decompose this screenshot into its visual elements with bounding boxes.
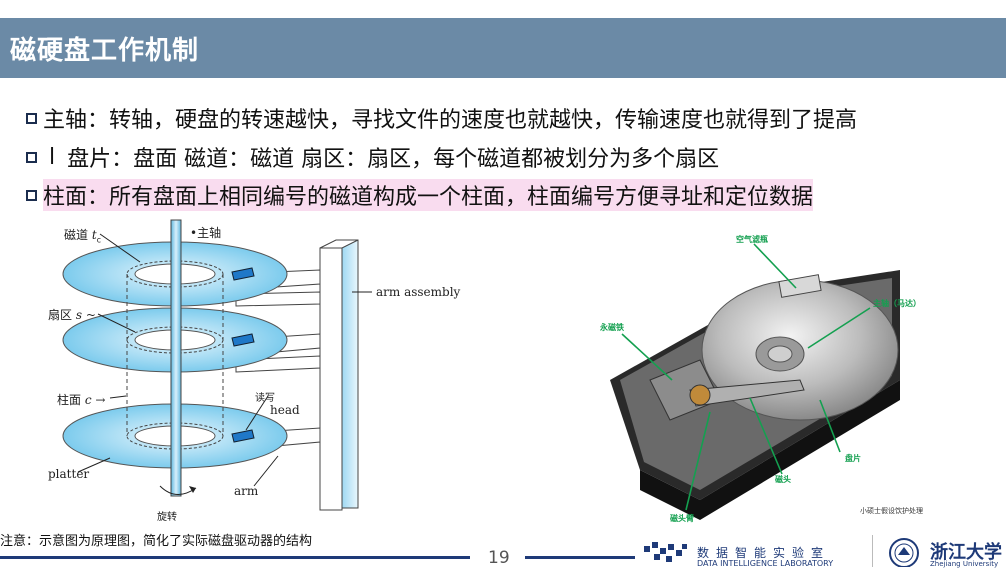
photo-label-magnet: 永磁铁 <box>600 323 624 332</box>
track-var: t <box>91 228 97 242</box>
square-bullet-icon <box>26 112 37 124</box>
photo-label-head-arm: 磁头臂 <box>670 514 694 523</box>
hard-drive-photo <box>610 243 900 520</box>
disk-schematic-diagram <box>62 219 372 511</box>
bullet-cylinder: 柱面：所有盘面上相同编号的磁道构成一个柱面，柱面编号方便寻址和定位数据 <box>26 179 814 211</box>
head-label: head <box>270 403 300 417</box>
zju-emblem-icon <box>889 538 919 567</box>
bullet-platter-text: 盘片：盘面 磁道：磁道 扇区：扇区，每个磁道都被划分为多个扇区 <box>67 147 720 172</box>
sector-var: s ~ <box>75 308 96 322</box>
cylinder-label: 柱面 c → <box>57 393 106 407</box>
bullet-spindle-text: 主轴：转轴，硬盘的转速越快，寻找文件的速度也就越快，传输速度也就得到了提高 <box>43 108 858 133</box>
square-bullet-icon <box>26 189 37 201</box>
lab-name-en: DATA INTELLIGENCE LABORATORY <box>697 559 834 568</box>
rw-label: 读写 <box>255 393 275 404</box>
photo-label-air-filter: 空气滤瓶 <box>736 235 768 244</box>
diagram-note: 注意：示意图为原理图，简化了实际磁盘驱动器的结构 <box>0 534 313 549</box>
slide-title: 磁硬盘工作机制 <box>10 36 200 66</box>
rotation-label: 旋转 <box>157 512 177 523</box>
footer-rule <box>0 556 470 559</box>
bullet-mark: l <box>49 144 56 170</box>
photo-credit: 小硕士假设饮护处理 <box>860 507 923 515</box>
lab-name-cn: 数据智能实验室 <box>697 546 831 560</box>
sector-label: 扇区 s ~ <box>48 308 96 322</box>
arm-label: arm <box>234 484 259 498</box>
bullet-cylinder-text: 柱面：所有盘面上相同编号的磁道构成一个柱面，柱面编号方便寻址和定位数据 <box>43 179 814 211</box>
university-name-en: Zhejiang University <box>930 560 999 568</box>
track-sub: c <box>96 235 102 245</box>
platter-label: platter <box>48 467 90 481</box>
lab-logo-icon <box>644 542 687 562</box>
footer-rule-right <box>525 556 635 559</box>
title-bar: 磁硬盘工作机制 <box>0 18 1006 78</box>
spindle-label: •主轴 <box>190 226 222 240</box>
track-label: 磁道 tc <box>64 228 102 245</box>
square-bullet-icon <box>26 151 37 163</box>
page-number: 19 <box>488 548 510 568</box>
cylinder-var: c → <box>84 393 106 407</box>
photo-label-spindle-motor: 主轴（马达） <box>873 299 921 308</box>
footer-separator <box>872 535 873 567</box>
university-name-cn: 浙江大学 <box>930 542 1002 563</box>
bullet-platter: l 盘片：盘面 磁道：磁道 扇区：扇区，每个磁道都被划分为多个扇区 <box>26 141 719 173</box>
photo-label-head: 磁头 <box>775 475 791 484</box>
bullet-spindle: 主轴：转轴，硬盘的转速越快，寻找文件的速度也就越快，传输速度也就得到了提高 <box>26 102 857 134</box>
photo-label-platter: 盘片 <box>845 454 861 463</box>
arm-assembly-label: arm assembly <box>376 285 461 299</box>
